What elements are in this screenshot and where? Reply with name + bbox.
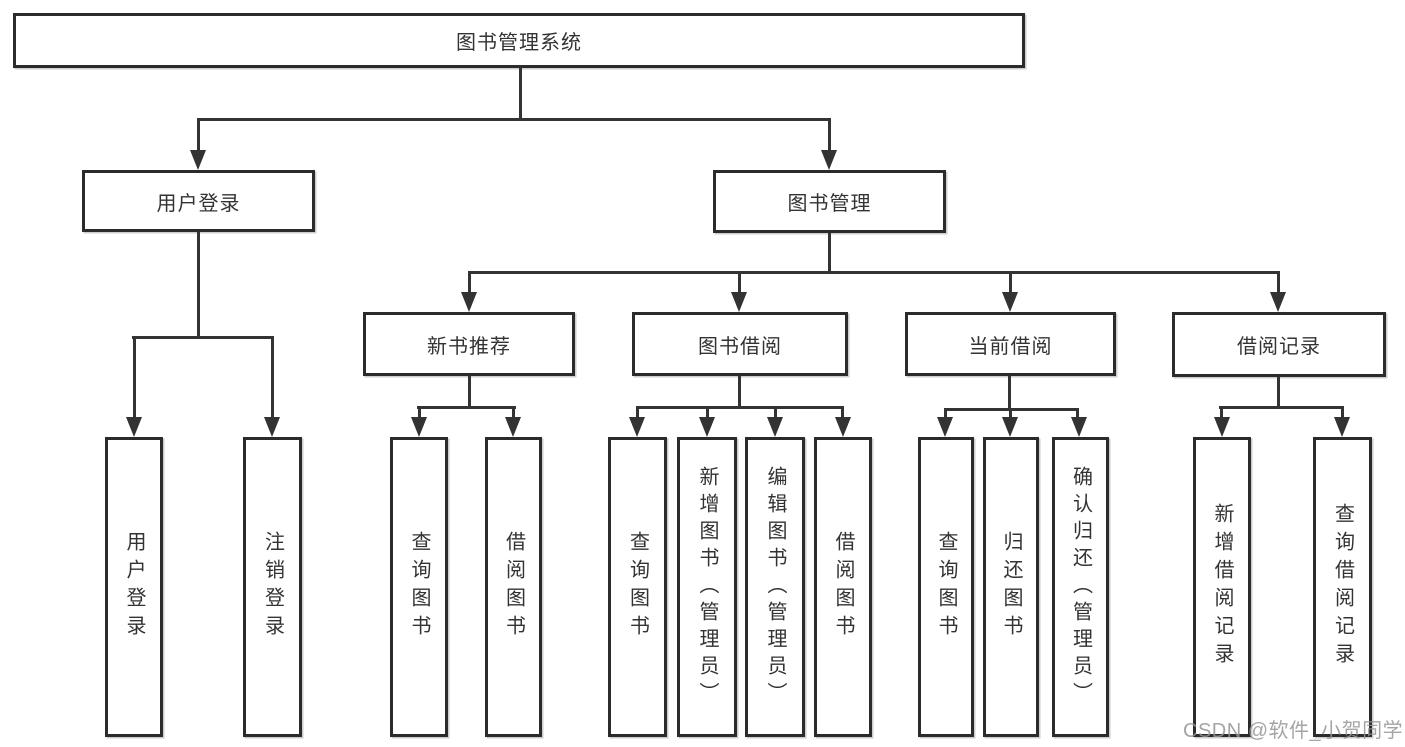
connector-userlogin-vline [197,232,200,338]
leaf-cb-return-books-label: 归还图书 [1000,531,1022,643]
node-root: 图书管理系统 [13,13,1025,68]
connector-stem [418,408,421,419]
connector-br-hline [1219,406,1344,409]
connector-stem [944,410,947,419]
arrow-down-icon [767,417,783,437]
arrow-down-icon [1071,417,1087,437]
arrow-down-icon [1270,292,1286,312]
leaf-nbr-borrow-books-label: 借阅图书 [502,531,525,643]
leaf-br-add-record-label: 新增借阅记录 [1211,503,1233,671]
leaf-nbr-borrow-books: 借阅图书 [485,437,542,737]
arrow-down-icon [1214,417,1230,437]
leaf-user-login: 用户登录 [105,437,163,737]
arrow-down-icon [699,417,715,437]
connector-stem [1220,408,1223,419]
arrow-down-icon [1334,417,1350,437]
connector-bookmgmt-vline [828,233,831,274]
connector-stem [1277,273,1280,293]
connector-root-hline [197,118,831,121]
leaf-bb-borrow-books: 借阅图书 [814,437,872,737]
connector-stem [774,408,777,419]
leaf-nbr-query-books-label: 查询图书 [408,531,430,643]
node-new-book-recommend-label: 新书推荐 [427,335,511,358]
arrow-down-icon [264,417,280,437]
connector-bookmgmt-hline [468,271,1280,274]
connector-cb-vline [1008,376,1011,410]
node-book-borrowing-label: 图书借阅 [698,335,782,358]
leaf-bb-add-books-admin-label: 新增图书（管理员） [696,465,718,709]
arrow-down-icon [190,150,206,170]
leaf-nbr-query-books: 查询图书 [390,437,448,737]
connector-bb-hline [636,406,844,409]
leaf-cb-query-books-label: 查询图书 [935,531,957,643]
connector-bb-vline [738,376,741,408]
connector-stem [1009,410,1012,419]
connector-stem [271,338,274,418]
arrow-down-icon [411,417,427,437]
watermark: CSDN @软件_小贺同学 [1183,720,1404,742]
node-root-label: 图书管理系统 [456,32,582,54]
arrow-down-icon [1002,417,1018,437]
leaf-cb-confirm-return-admin-label: 确认归还（管理员） [1069,465,1092,709]
connector-stem [512,408,515,419]
leaf-br-query-record-label: 查询借阅记录 [1331,503,1354,671]
node-user-login: 用户登录 [82,170,315,232]
node-current-borrowing-label: 当前借阅 [968,335,1053,358]
node-new-book-recommend: 新书推荐 [363,312,575,376]
leaf-br-add-record: 新增借阅记录 [1193,437,1251,737]
connector-stem [636,408,639,419]
arrow-down-icon [629,417,645,437]
connector-stem [133,338,136,418]
connector-stem [1009,273,1012,293]
connector-userlogin-hline [132,336,274,339]
leaf-bb-query-books: 查询图书 [608,437,667,737]
connector-stem [1341,408,1344,419]
arrow-down-icon [461,292,477,312]
node-borrowing-records: 借阅记录 [1172,312,1386,377]
connector-stem [197,120,200,152]
leaf-br-query-record: 查询借阅记录 [1313,437,1372,737]
connector-br-vline [1277,377,1280,408]
connector-stem [1076,410,1079,419]
node-user-login-label: 用户登录 [156,192,241,215]
connector-nbr-hline [417,406,516,409]
arrow-down-icon [835,417,851,437]
leaf-logout: 注销登录 [243,437,302,737]
connector-cb-hline [944,408,1079,411]
arrow-down-icon [1002,292,1018,312]
node-book-management-label: 图书管理 [787,193,872,215]
node-book-management: 图书管理 [713,170,946,233]
leaf-cb-confirm-return-admin: 确认归还（管理员） [1052,437,1109,737]
arrow-down-icon [505,417,521,437]
leaf-cb-query-books: 查询图书 [918,437,974,737]
leaf-bb-edit-books-admin-label: 编辑图书（管理员） [764,465,786,709]
arrow-down-icon [821,150,837,170]
connector-stem [706,408,709,419]
connector-stem [841,408,844,419]
leaf-cb-return-books: 归还图书 [983,437,1039,737]
leaf-bb-query-books-label: 查询图书 [626,531,649,643]
arrow-down-icon [937,417,953,437]
arrow-down-icon [126,417,142,437]
node-book-borrowing: 图书借阅 [632,312,848,376]
connector-stem [738,273,741,293]
connector-stem [828,120,831,152]
leaf-user-login-label: 用户登录 [123,531,145,643]
leaf-bb-add-books-admin: 新增图书（管理员） [677,437,737,737]
connector-nbr-vline [468,376,471,409]
node-borrowing-records-label: 借阅记录 [1237,336,1321,358]
connector-root-vline [519,68,522,120]
leaf-bb-borrow-books-label: 借阅图书 [832,531,854,643]
arrow-down-icon [731,292,747,312]
leaf-logout-label: 注销登录 [261,531,284,643]
connector-stem [468,273,471,293]
leaf-bb-edit-books-admin: 编辑图书（管理员） [745,437,805,737]
node-current-borrowing: 当前借阅 [905,312,1116,376]
